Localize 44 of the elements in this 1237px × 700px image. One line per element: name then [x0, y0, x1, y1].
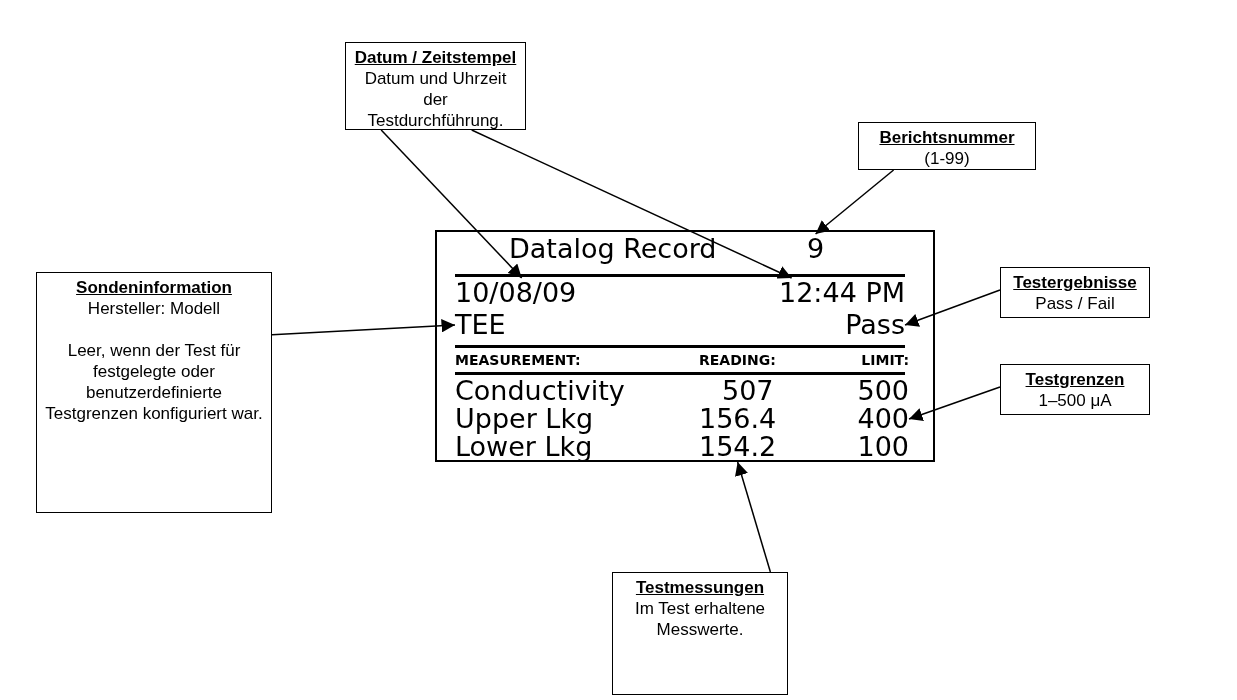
callout-box: [612, 572, 788, 695]
callout-text: Pass / Fail: [1034, 293, 1116, 314]
callout-text: Im Test erhaltene Messwerte.: [633, 598, 767, 640]
callout-text: Datum und Uhrzeit der Testdurchführung.: [363, 68, 508, 131]
callout-text: 1–500 μA: [1037, 390, 1113, 411]
screen-text: 400: [857, 404, 909, 434]
callout-box: [345, 42, 526, 130]
callout-text: (1-99): [923, 148, 971, 169]
callout-heading: Testergebnisse: [1012, 272, 1138, 293]
leader-arrow: [735, 461, 772, 573]
callout-box: [858, 122, 1036, 170]
screen-text: Pass: [845, 310, 905, 340]
screen-text: 9: [807, 234, 825, 264]
screen-text: 10/08/09: [455, 278, 577, 308]
callout-heading: Berichtsnummer: [878, 127, 1016, 148]
leader-arrow: [271, 318, 456, 336]
callout-text: Leer, wenn der Test für festgelegte oder benutzerdefinierte Testgrenzen konfiguriert war.: [45, 340, 263, 424]
screen-text: MEASUREMENT:: [455, 351, 581, 369]
screen-text: 500: [857, 376, 909, 406]
screen-text: 12:44 PM: [779, 278, 905, 308]
leader-arrow: [904, 289, 1001, 327]
screen-text: READING:: [699, 351, 776, 369]
lcd-screen: [435, 230, 935, 462]
screen-text: Upper Lkg: [455, 404, 594, 434]
callout-heading: Sondeninformation: [75, 277, 233, 298]
screen-text: 154.2: [699, 432, 777, 462]
screen-text: LIMIT:: [861, 351, 909, 369]
leader-arrow: [380, 129, 523, 279]
screen-text: 156.4: [699, 404, 777, 434]
screen-text: Conductivity: [455, 376, 625, 406]
screen-text: 100: [857, 432, 909, 462]
callout-box: [1000, 267, 1150, 318]
callout-box: [1000, 364, 1150, 415]
screen-text: TEE: [455, 310, 506, 340]
screen-text: 507: [722, 376, 774, 406]
callout-heading: Testmessungen: [634, 577, 766, 598]
screen-text: Datalog Record: [509, 234, 717, 264]
leader-arrow: [470, 129, 793, 279]
callout-box: [36, 272, 272, 513]
callout-heading: Testgrenzen: [1024, 369, 1126, 390]
leader-arrow: [908, 386, 1001, 421]
callout-text: Hersteller: Modell: [86, 298, 222, 319]
leader-arrow: [814, 169, 895, 235]
callout-heading: Datum / Zeitstempel: [354, 47, 517, 68]
